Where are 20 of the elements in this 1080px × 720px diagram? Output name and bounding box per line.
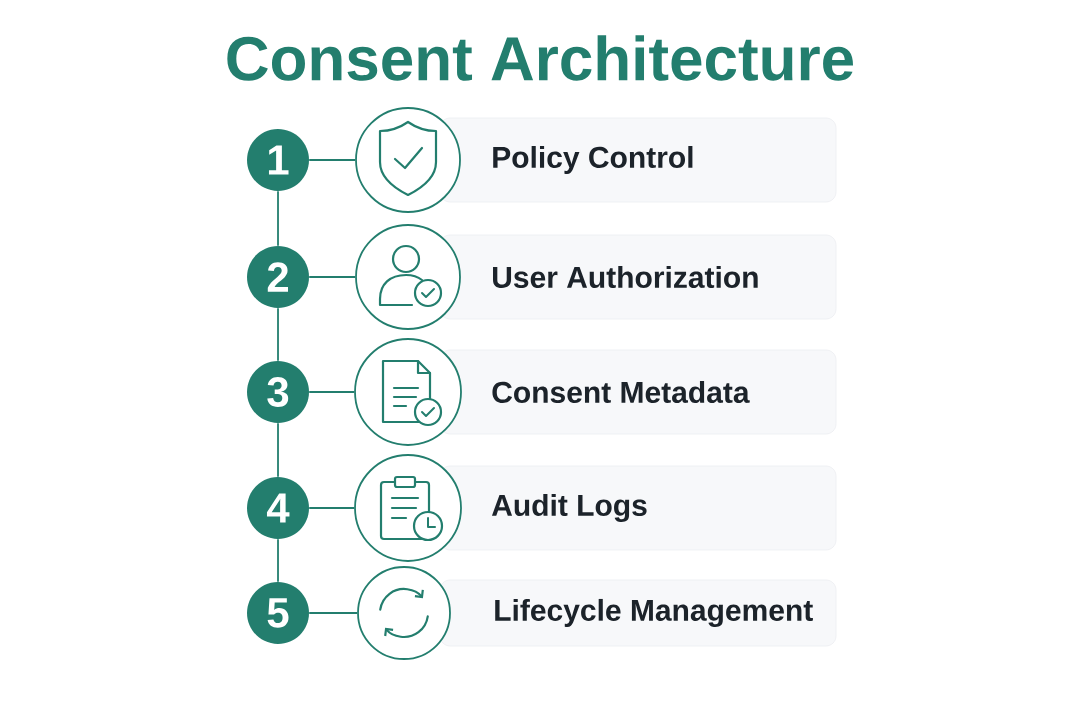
title: Consent Architecture — [227, 35, 853, 81]
step-number-badge: 5 — [247, 582, 309, 644]
connector-line — [308, 612, 358, 614]
step-card: Lifecycle Management — [439, 579, 837, 647]
connector-line — [308, 276, 356, 278]
step-card: Audit Logs — [439, 465, 837, 551]
connector-line — [308, 507, 355, 509]
step-card: Consent Metadata — [439, 349, 837, 435]
step-number-badge: 1 — [247, 129, 309, 191]
step-card: User Authorization — [439, 234, 837, 320]
step-card: Policy Control — [439, 117, 837, 203]
step-number-badge: 3 — [247, 361, 309, 423]
connector-line — [277, 307, 279, 362]
step-number-badge: 4 — [247, 477, 309, 539]
connector-line — [277, 190, 279, 247]
connector-line — [308, 159, 356, 161]
connector-line — [277, 538, 279, 583]
connector-line — [308, 391, 355, 393]
connector-line — [277, 422, 279, 478]
step-number-badge: 2 — [247, 246, 309, 308]
